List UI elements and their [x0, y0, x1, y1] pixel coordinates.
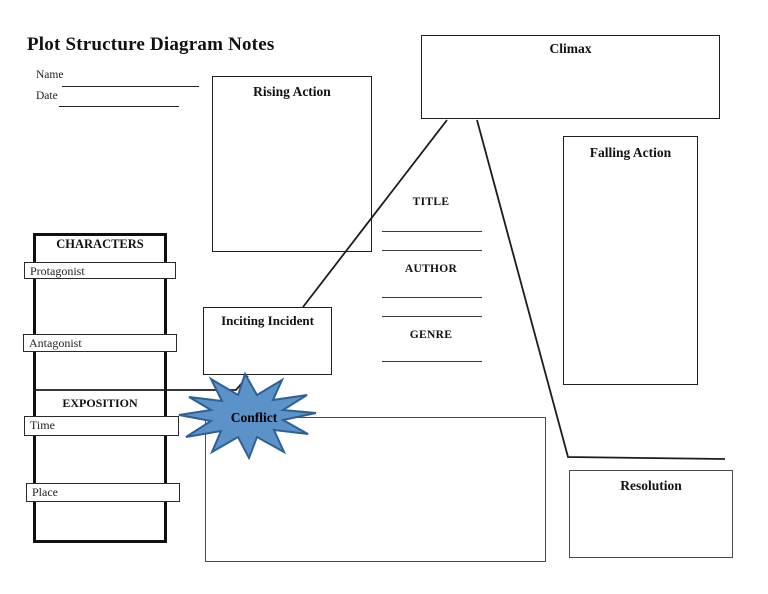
book-author-input-line[interactable] [382, 297, 482, 298]
protagonist-field[interactable]: Protagonist [24, 262, 176, 279]
book-title-input-line[interactable] [382, 250, 482, 251]
characters-header: CHARACTERS [56, 237, 144, 251]
name-label: Name [36, 69, 64, 81]
book-genre-input-line[interactable] [382, 361, 482, 362]
falling-action-box-label: Falling Action [589, 145, 672, 160]
protagonist-field-label: Protagonist [30, 264, 85, 278]
book-title-label: TITLE [412, 196, 450, 208]
exposition-header: EXPOSITION [62, 396, 138, 410]
book-title-input-line[interactable] [382, 231, 482, 232]
place-field-label: Place [32, 485, 58, 499]
rising-action-box[interactable]: Rising Action [212, 76, 372, 252]
inciting-incident-box[interactable]: Inciting Incident [203, 307, 332, 375]
book-author-label: AUTHOR [404, 263, 458, 275]
time-field-label: Time [30, 418, 55, 432]
time-field[interactable]: Time [24, 416, 179, 436]
resolution-box[interactable]: Resolution [569, 470, 733, 558]
name-input-line[interactable] [62, 86, 199, 87]
climax-box[interactable]: Climax [421, 35, 720, 119]
book-genre-label: GENRE [409, 329, 453, 341]
page-title: Plot Structure Diagram Notes [27, 34, 275, 55]
inciting-incident-box-label: Inciting Incident [221, 313, 314, 328]
date-input-line[interactable] [59, 106, 179, 107]
place-field[interactable]: Place [26, 483, 180, 502]
book-author-input-line[interactable] [382, 316, 482, 317]
climax-box-label: Climax [549, 41, 592, 56]
antagonist-field[interactable]: Antagonist [23, 334, 177, 352]
antagonist-field-label: Antagonist [29, 336, 82, 350]
resolution-box-label: Resolution [620, 478, 682, 493]
falling-action-box[interactable]: Falling Action [563, 136, 698, 385]
conflict-star-label: Conflict [230, 410, 278, 425]
conflict-notes-box[interactable] [205, 417, 546, 562]
rising-action-box-label: Rising Action [253, 84, 331, 99]
date-label: Date [36, 90, 58, 102]
